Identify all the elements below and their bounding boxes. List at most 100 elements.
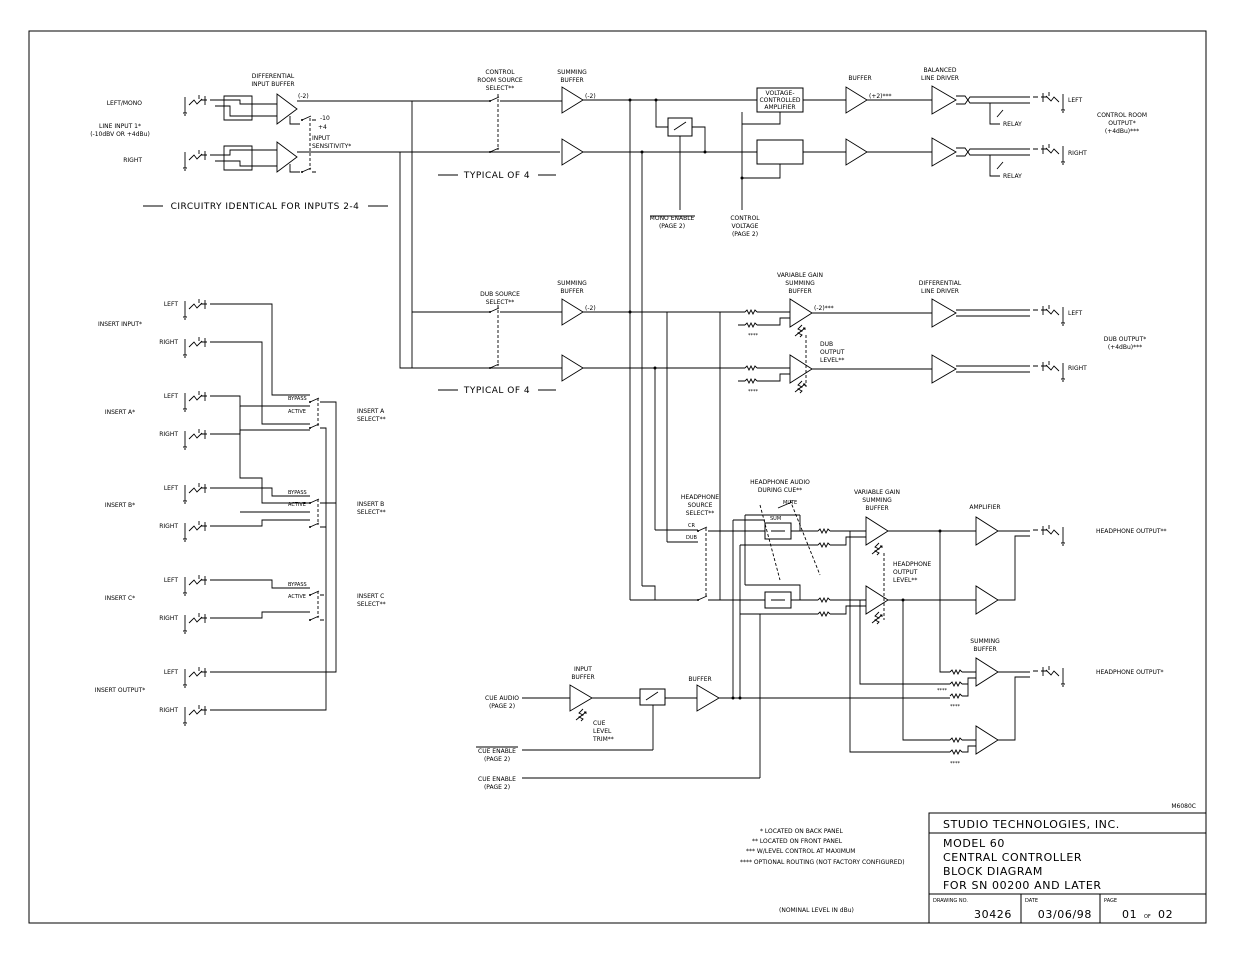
dub-driver-label-1: DIFFERENTIAL: [919, 280, 962, 287]
cue-buffer: [696, 684, 720, 712]
hp-output-jack-1-icon: [1032, 524, 1066, 546]
hp2-res-2: [949, 681, 963, 687]
hp-var-gain-buffer-left: [865, 516, 889, 546]
hp-res-3: [817, 597, 831, 603]
cv-label-2: VOLTAGE: [732, 223, 759, 230]
hp-output-1-label: HEADPHONE OUTPUT**: [1096, 528, 1167, 535]
dub-vgain-label-2: SUMMING: [785, 280, 815, 287]
a-active-label: ACTIVE: [288, 409, 306, 415]
cue-audio-label-2: (PAGE 2): [489, 703, 515, 710]
cr-left-label: LEFT: [1068, 97, 1082, 104]
vca-label-3: AMPLIFIER: [764, 104, 795, 111]
cue-enable-label-2: (PAGE 2): [484, 784, 510, 791]
dub-vgain-value: (-2)***: [814, 305, 834, 312]
cue-audio-label-1: CUE AUDIO: [485, 695, 519, 702]
hp-amplifier-right: [975, 585, 999, 615]
ins-out-right-label: RIGHT: [159, 707, 178, 714]
insert-c-switch-2: [308, 615, 325, 622]
dub-right-output-jack-icon: [1032, 360, 1066, 382]
mono-enable-label-1: MONO ENABLE: [650, 215, 695, 222]
hp2-res-1: [949, 669, 963, 675]
date-label: DATE: [1025, 898, 1038, 904]
ins-out-right-jack-icon: [182, 704, 216, 726]
line-input-label-2: (-10dBV OR +4dBu): [90, 131, 150, 138]
ins-b-left-label: LEFT: [164, 485, 178, 492]
dub-optional-2: ****: [748, 389, 759, 395]
dub-driver-label-2: LINE DRIVER: [921, 288, 959, 295]
vca-label-2: CONTROLLED: [759, 97, 800, 104]
hp-cr-label: CR: [688, 523, 695, 529]
sel-a-label-2: SELECT**: [357, 416, 386, 423]
mono-enable-label-2: (PAGE 2): [659, 223, 685, 230]
relay-label-left: RELAY: [1003, 121, 1022, 128]
insert-b-switch-2: [308, 522, 325, 529]
left-mono-label: LEFT/MONO: [107, 100, 143, 107]
a-bypass-label: BYPASS: [288, 396, 307, 402]
relay-label-right: RELAY: [1003, 173, 1022, 180]
hp-amplifier-left: [975, 516, 999, 546]
line-input-section: LEFT/MONO RIGHT LINE INPUT 1* (-10dBV OR…: [90, 73, 560, 369]
vca-right: [756, 139, 804, 165]
cue-trim-pot-icon: [575, 708, 587, 722]
hp-summing-buffer-right: [975, 725, 999, 755]
dub-level-label-2: OUTPUT: [820, 349, 845, 356]
dub-level-pot-left-icon: [794, 324, 806, 338]
right-label: RIGHT: [123, 157, 142, 164]
hp2-res-3: [949, 693, 963, 699]
hp-select-label-3: SELECT**: [686, 510, 715, 517]
dub-right-label: RIGHT: [1068, 365, 1087, 372]
bal-driver-label-2: LINE DRIVER: [921, 75, 959, 82]
hp-select-label-1: HEADPHONE: [681, 494, 719, 501]
hp-source-switch-1: [696, 526, 713, 533]
dub-line-driver-right: [931, 354, 957, 384]
sel-c-label-1: INSERT C: [357, 593, 384, 600]
hp-res-4: [817, 611, 831, 617]
dub-summing-label-2: BUFFER: [560, 288, 583, 295]
title-block: M6080C STUDIO TECHNOLOGIES, INC. MODEL 6…: [928, 803, 1207, 924]
cr-right-output-jack-icon: [1032, 143, 1066, 165]
dub-source-switch-left: [488, 307, 505, 314]
dub-summing-label-1: SUMMING: [557, 280, 587, 287]
ins-in-left-jack-icon: [182, 298, 216, 320]
dub-vgain-label-3: BUFFER: [788, 288, 811, 295]
cr-output-label-1: CONTROL ROOM: [1097, 112, 1147, 119]
dub-section: DUB SOURCE SELECT** SUMMING BUFFER (-2) …: [399, 98, 1146, 600]
vca-label-1: VOLTAGE-: [765, 90, 794, 97]
dub-level-label-1: DUB: [820, 341, 833, 348]
drawing-no-label: DRAWING NO.: [933, 898, 968, 904]
sens-hi-label: -10: [320, 115, 330, 122]
title-line-3: BLOCK DIAGRAM: [943, 865, 1043, 878]
dub-typical-label: TYPICAL OF 4: [463, 386, 530, 396]
dub-var-gain-buffer-right: [789, 354, 813, 384]
dub-summing-buffer-right: [561, 354, 584, 382]
hp-vgain-label-2: SUMMING: [862, 497, 892, 504]
ins-c-left-jack-icon: [182, 574, 216, 596]
title-line-1: MODEL 60: [943, 837, 1005, 850]
c-active-label: ACTIVE: [288, 594, 306, 600]
hp-output-jack-2-icon: [1032, 665, 1066, 687]
cr-left-output-jack-icon: [1032, 91, 1066, 113]
dub-output-label-2: (+4dBu)***: [1108, 344, 1142, 351]
note-1: * LOCATED ON BACK PANEL: [760, 828, 843, 835]
title-line-4: FOR SN 00200 AND LATER: [943, 879, 1102, 892]
ins-out-left-jack-icon: [182, 666, 216, 688]
bal-driver-label-1: BALANCED: [924, 67, 957, 74]
note-2: ** LOCATED ON FRONT PANEL: [752, 838, 843, 845]
sensitivity-switch-1: [300, 115, 317, 122]
insert-a-label: INSERT A*: [105, 409, 135, 416]
dub-left-output-jack-icon: [1032, 304, 1066, 326]
title-line-2: CENTRAL CONTROLLER: [943, 851, 1082, 864]
dub-var-gain-buffer-left: [789, 298, 813, 328]
drawing-no: 30426: [974, 908, 1012, 921]
cr-typical-label: TYPICAL OF 4: [463, 171, 530, 181]
hp-cue-label-2: DURING CUE**: [758, 487, 802, 494]
ins-in-right-jack-icon: [182, 336, 216, 358]
dub-line-driver-left: [931, 298, 957, 328]
insert-input-label: INSERT INPUT*: [98, 321, 142, 328]
notes: * LOCATED ON BACK PANEL ** LOCATED ON FR…: [740, 828, 905, 914]
page-number: 01: [1122, 908, 1137, 921]
dub-res-1: [744, 309, 758, 315]
cr-summing-label-1: SUMMING: [557, 69, 587, 76]
company-name: STUDIO TECHNOLOGIES, INC.: [943, 818, 1120, 831]
dub-optional-1: ****: [748, 333, 759, 339]
